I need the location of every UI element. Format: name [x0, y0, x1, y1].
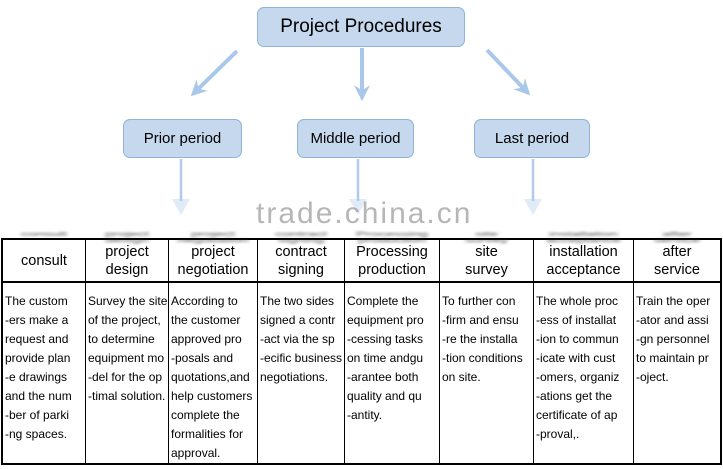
node-middle-period: Middle period	[297, 119, 414, 158]
column-header: project negotiation project negotiation	[169, 231, 257, 283]
column-body: The custom -ers make a request and provi…	[5, 294, 72, 441]
table-column-consult: consult consult The custom -ers make a r…	[3, 231, 86, 463]
table-column-contract-signing: contract signing contract signing The tw…	[258, 231, 345, 463]
arrow-to-prior-period	[190, 49, 239, 97]
column-body: Survey the site of the project, to deter…	[88, 294, 168, 403]
node-last-period: Last period	[474, 119, 590, 158]
procedures-table: consult consult The custom -ers make a r…	[1, 231, 722, 465]
connector-middle-arrowhead	[349, 199, 367, 215]
table-column-site-survey: site survey site survey To further con -…	[440, 231, 534, 463]
column-body: Complete the equipment pro -cessing task…	[347, 294, 424, 422]
header-label: after service	[654, 243, 700, 278]
column-header: project design project design	[86, 231, 168, 283]
node-prior-period: Prior period	[123, 119, 242, 158]
table-column-project-negotiation: project negotiation project negotiation …	[169, 231, 258, 463]
table-column-installation-acceptance: installation acceptance installation acc…	[534, 231, 634, 463]
header-label: project design	[105, 243, 149, 278]
column-header: installation acceptance installation acc…	[534, 231, 633, 283]
watermark-text: trade.china.cn	[256, 197, 473, 230]
table-column-processing-production: Processing production Processing product…	[345, 231, 440, 463]
header-label: contract signing	[275, 243, 327, 278]
header-label: Processing production	[356, 243, 428, 278]
column-header: after service after service	[634, 231, 720, 283]
column-header: contract signing contract signing	[258, 231, 344, 283]
column-body: According to the customer approved pro -…	[171, 294, 253, 460]
node-project-procedures: Project Procedures	[257, 7, 465, 47]
column-header: site survey site survey	[440, 231, 533, 283]
column-body: Train the oper -ator and assi -gn person…	[636, 294, 711, 384]
header-label: consult	[21, 252, 67, 269]
header-label: project negotiation	[177, 243, 249, 278]
header-label: installation acceptance	[546, 243, 621, 278]
connector-last-arrowhead	[524, 199, 542, 215]
column-body: The whole proc -ess of installat -ion to…	[536, 294, 620, 441]
table-column-project-design: project design project design Survey the…	[86, 231, 169, 463]
column-header: Processing production Processing product…	[345, 231, 439, 283]
header-label: site survey	[465, 243, 508, 278]
column-body: To further con -firm and ensu -re the in…	[442, 294, 523, 384]
connector-prior-arrowhead	[172, 199, 190, 215]
arrow-to-last-period	[485, 48, 531, 96]
table-column-after-service: after service after service Train the op…	[634, 231, 720, 463]
column-body: The two sides signed a contr -act via th…	[260, 294, 343, 384]
column-header: consult consult	[3, 231, 85, 283]
